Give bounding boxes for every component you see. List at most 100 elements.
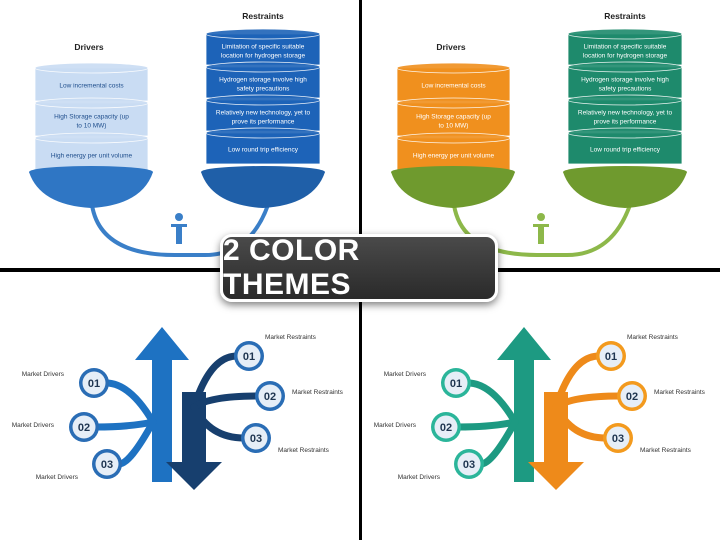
restraint-item-text-line: Relatively new technology, yet to — [216, 110, 311, 117]
market-restraints-label: Market Restraints — [640, 447, 692, 454]
market-drivers-label: Market Drivers — [12, 422, 55, 429]
driver-cylinder-segment — [396, 67, 511, 102]
pivot-stem — [538, 224, 544, 244]
restraint-circle-2-number: 02 — [264, 391, 276, 403]
market-restraints-label: Market Restraints — [278, 447, 330, 454]
driver-item-text-line: to 10 MW) — [439, 123, 469, 130]
restraint-circle-3-number: 03 — [250, 433, 262, 445]
restraint-bowl — [201, 172, 325, 208]
driver-cylinder-segment — [34, 102, 149, 137]
restraint-cylinder-top — [567, 61, 683, 73]
restraint-item-text: Low round trip efficiency — [228, 147, 299, 154]
pivot-stem — [176, 224, 182, 244]
restraints-title-line: Restraints — [604, 11, 646, 21]
driver-item-text-line: High energy per unit volume — [413, 153, 495, 160]
driver-item-text: Low incremental costs — [421, 83, 486, 90]
restraint-item-text-line: Hydrogen storage involve high — [219, 77, 307, 84]
restraint-circle-1-face — [599, 344, 623, 368]
driver-bowl — [391, 172, 515, 208]
driver-branch — [454, 418, 519, 431]
down-arrow — [166, 392, 222, 490]
drivers-title: Drivers — [436, 42, 466, 52]
driver-cylinder-top — [396, 97, 511, 109]
driver-item-text: Low incremental costs — [59, 83, 124, 90]
drivers-title-line: Drivers — [436, 42, 466, 52]
driver-branch — [102, 379, 157, 426]
restraint-bowl — [563, 172, 687, 208]
market-drivers-label: Market Drivers — [384, 371, 427, 378]
driver-item-text-line: Low incremental costs — [421, 83, 486, 90]
driver-cylinder-top — [34, 97, 149, 109]
restraint-item-text-line: location for hydrogen storage — [221, 53, 306, 60]
driver-circle-3-face — [95, 452, 119, 476]
restraint-item-text-line: prove its performance — [594, 119, 657, 126]
restraint-item-text: Hydrogen storage involve high safety prec… — [581, 77, 669, 93]
driver-circle-3-number: 03 — [101, 459, 113, 471]
driver-cylinder-top — [34, 62, 149, 74]
up-arrow — [135, 327, 189, 482]
restraint-circle-1-face — [237, 344, 261, 368]
driver-item-text: High energy per unit volume — [51, 153, 133, 160]
drivers-title-line: Drivers — [74, 42, 104, 52]
driver-branch — [92, 418, 157, 431]
market-restraints-label: Market Restraints — [292, 389, 344, 396]
restraint-item-text-line: Low round trip efficiency — [228, 147, 299, 154]
restraint-item-text: Relatively new technology, yet to prove i… — [578, 110, 673, 126]
market-restraints-label: Market Restraints — [265, 334, 317, 341]
driver-circle-2-number: 02 — [440, 422, 452, 434]
color-themes-banner: 2 COLOR THEMES — [220, 234, 498, 302]
driver-circle-1-face — [444, 371, 468, 395]
driver-bowl — [29, 172, 153, 208]
restraint-circle-3-face — [244, 426, 268, 450]
restraint-circle-1-number: 01 — [243, 351, 255, 363]
restraint-circle-2-face — [258, 384, 282, 408]
driver-circle-2-number: 02 — [78, 422, 90, 434]
driver-item-text-line: High energy per unit volume — [51, 153, 133, 160]
restraint-branch — [190, 352, 241, 411]
restraint-item-text-line: prove its performance — [232, 119, 295, 126]
restraint-cylinder-top — [567, 94, 683, 106]
market-drivers-label: Market Drivers — [36, 474, 79, 481]
restraint-circle-3-face — [606, 426, 630, 450]
restraints-title: Restraints — [604, 11, 646, 21]
restraint-branch — [190, 403, 248, 442]
driver-cylinder-segment — [396, 137, 511, 172]
market-drivers-label: Market Drivers — [398, 474, 441, 481]
driver-cylinder-top — [396, 132, 511, 144]
restraint-circle-1-number: 01 — [605, 351, 617, 363]
restraint-item-text-line: Limitation of specific suitable — [222, 44, 305, 51]
restraint-circle-2-number: 02 — [626, 391, 638, 403]
restraints-title: Restraints — [242, 11, 284, 21]
market-drivers-label: Market Drivers — [22, 371, 65, 378]
restraint-cylinder-top — [205, 61, 321, 73]
connector-pipe — [452, 204, 632, 257]
restraint-item-text-line: Limitation of specific suitable — [584, 44, 667, 51]
restraint-circle-2-face — [620, 384, 644, 408]
restraint-item-text-line: Hydrogen storage involve high — [581, 77, 669, 84]
driver-branch — [464, 379, 519, 426]
restraint-item-text: Low round trip efficiency — [590, 147, 661, 154]
restraint-item-text-line: safety precautions — [599, 86, 653, 93]
driver-circle-1-number: 01 — [88, 378, 100, 390]
driver-item-text-line: High Storage capacity (up — [54, 114, 129, 121]
driver-circle-1-number: 01 — [450, 378, 462, 390]
restraint-item-text-line: Relatively new technology, yet to — [578, 110, 673, 117]
driver-item-text: High energy per unit volume — [413, 153, 495, 160]
restraint-branch — [552, 392, 624, 411]
market-restraints-label: Market Restraints — [654, 389, 706, 396]
connector-pipe — [90, 204, 270, 257]
restraint-cylinder-top — [567, 28, 683, 40]
driver-circle-1-face — [82, 371, 106, 395]
restraint-cylinder-top — [567, 127, 683, 139]
market-drivers-label: Market Drivers — [374, 422, 417, 429]
driver-cylinder-segment — [34, 137, 149, 172]
down-arrow — [528, 392, 584, 490]
market-restraints-label: Market Restraints — [627, 334, 679, 341]
